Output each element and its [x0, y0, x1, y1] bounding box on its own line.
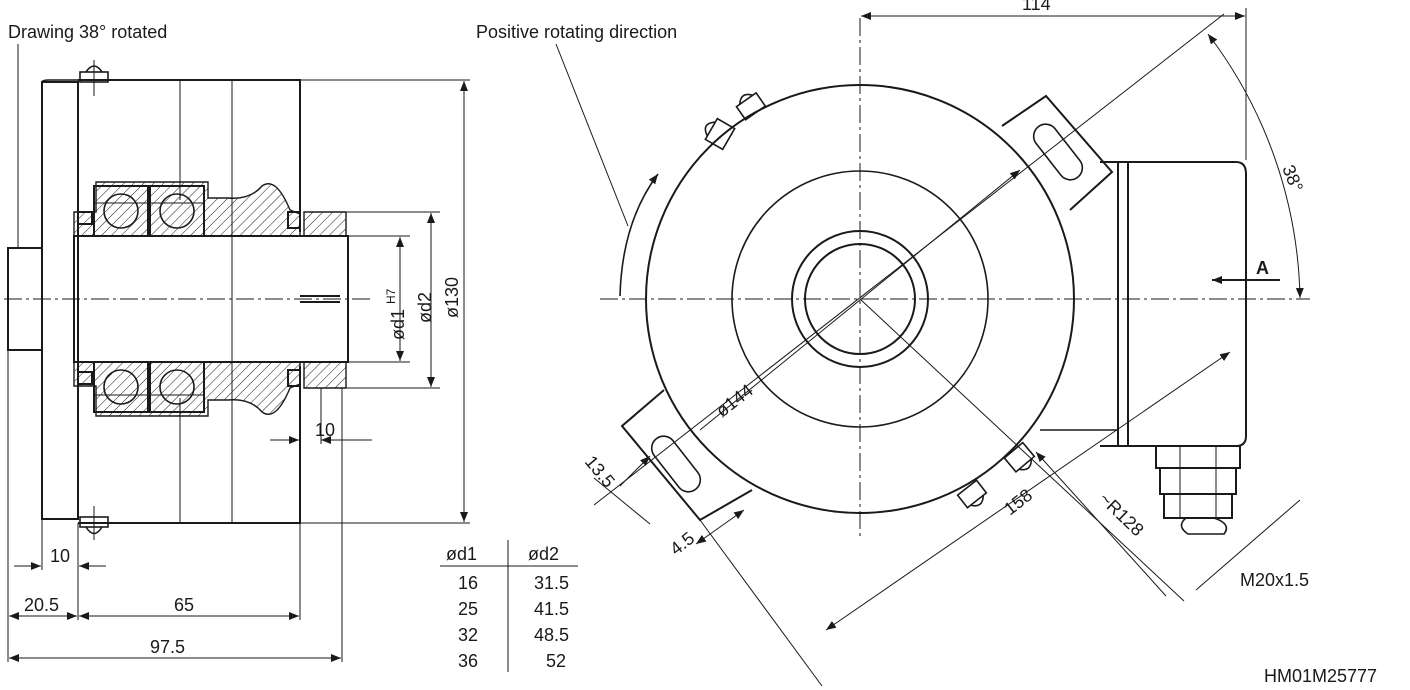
side-housing	[78, 79, 301, 524]
side-bolt-top	[79, 60, 109, 96]
side-dimensions	[7, 44, 470, 662]
dim-114-label: 114	[1022, 0, 1051, 14]
dim-d144-label: ø144	[712, 380, 757, 421]
table-header-d2: ød2	[528, 544, 559, 564]
mounting-lug-upper	[1001, 94, 1114, 211]
dim-97-5-label: 97.5	[150, 637, 185, 657]
dim-d130-label: ø130	[442, 277, 462, 318]
side-bolt-bottom	[79, 506, 109, 540]
side-view-note: Drawing 38° rotated	[8, 22, 167, 42]
rotation-direction-note: Positive rotating direction	[476, 22, 677, 42]
dim-10-left-label: 10	[50, 546, 70, 566]
table-cell: 32	[458, 625, 478, 645]
table-cell: 25	[458, 599, 478, 619]
dim-38-deg-label: 38°	[1278, 162, 1307, 195]
side-view	[4, 60, 372, 540]
cable-gland	[1155, 445, 1241, 535]
dim-20-5-label: 20.5	[24, 595, 59, 615]
dim-d1-label: ød1	[388, 309, 408, 340]
dim-13-5-label: 13.5	[581, 452, 619, 492]
table-header-d1: ød1	[446, 544, 477, 564]
thread-spec-label: M20x1.5	[1240, 570, 1309, 590]
view-a-label: A	[1256, 258, 1269, 278]
front-dimensions	[555, 8, 1304, 687]
dim-r128-label: ~R128	[1095, 488, 1147, 540]
table-cell: 48.5	[534, 625, 569, 645]
table-cell: 41.5	[534, 599, 569, 619]
table-cell: 16	[458, 573, 478, 593]
drawing-number: HM01M25777	[1264, 666, 1377, 686]
front-view	[593, 13, 1310, 602]
table-cell: 36	[458, 651, 478, 671]
dim-d1-tolerance: H7	[384, 288, 398, 304]
table-cell: 52	[546, 651, 566, 671]
dim-d2-label: ød2	[415, 292, 435, 323]
table-cell: 31.5	[534, 573, 569, 593]
side-flange	[41, 81, 79, 520]
rim-screw-lower-2	[956, 479, 988, 509]
dim-4-5-label: 4.5	[666, 528, 698, 559]
side-shaft-stub	[7, 247, 43, 351]
connector-housing	[1100, 161, 1247, 447]
rim-screw-upper-2	[735, 91, 767, 121]
dim-10-right-label: 10	[315, 420, 335, 440]
bearing-housing-lower	[73, 361, 301, 417]
clamp-collar-lower	[303, 361, 347, 389]
bearing-housing-upper	[73, 181, 301, 237]
rotation-arrow	[619, 173, 659, 297]
rim-screw-upper	[704, 117, 736, 151]
dim-158-label: 158	[1000, 485, 1036, 519]
mounting-lug-lower	[620, 389, 753, 522]
shaft-size-table: ød1 ød2 16 31.5 25 41.5 32 48.5 36 52	[440, 540, 578, 672]
dim-65-label: 65	[174, 595, 194, 615]
clamp-collar-upper	[303, 211, 347, 237]
rim-screw-lower	[1003, 441, 1036, 473]
